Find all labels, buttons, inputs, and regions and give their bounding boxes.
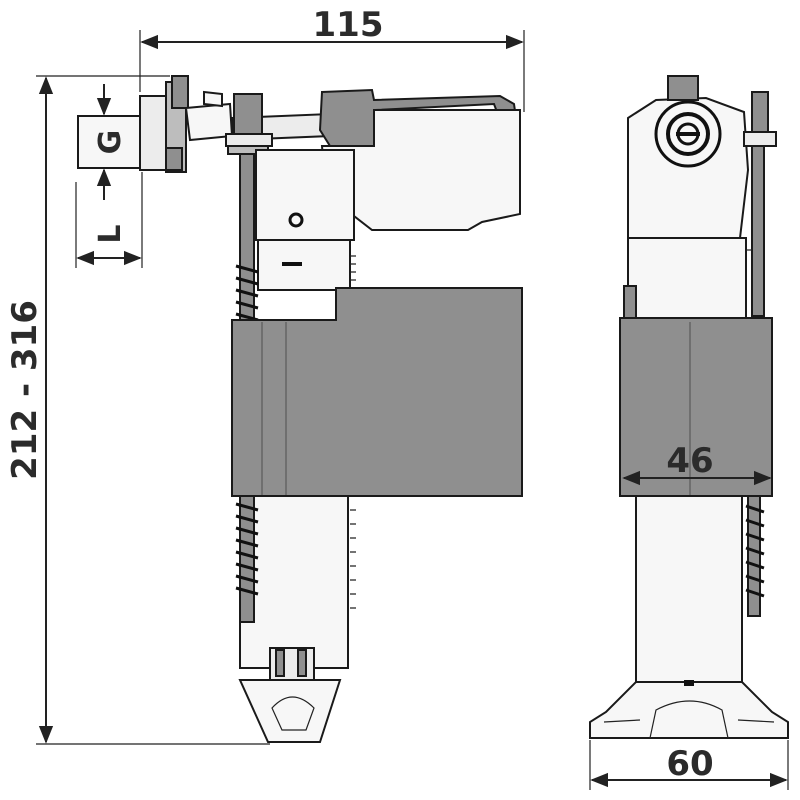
width-total-label: 115 <box>313 5 384 45</box>
scale-upper <box>350 255 356 281</box>
dimension-length-l: L <box>75 172 143 268</box>
side-tube-lower <box>635 495 765 683</box>
side-tube-upper <box>627 237 747 319</box>
front-view <box>77 75 523 743</box>
dimension-height-range: 212 - 316 <box>5 75 270 745</box>
float <box>231 287 523 497</box>
height-range-label: 212 - 316 <box>5 300 45 480</box>
base-width-label: 60 <box>666 744 713 784</box>
dimension-side-width: 46 <box>622 441 772 486</box>
dimension-base-width: 60 <box>589 740 789 790</box>
side-head <box>627 75 750 239</box>
side-float <box>619 285 773 497</box>
side-view <box>589 75 789 739</box>
dimension-width-total: 115 <box>139 5 525 112</box>
length-l-label: L <box>93 224 128 243</box>
side-base <box>589 680 789 739</box>
side-width-label: 46 <box>666 441 713 481</box>
upper-chamber <box>255 109 521 291</box>
thread-g-label: G <box>93 130 128 155</box>
inlet-fitting <box>77 75 189 173</box>
side-rod <box>743 91 777 317</box>
rod-upper <box>235 153 259 325</box>
base-front <box>238 647 342 743</box>
rod-lower <box>235 495 259 623</box>
dimension-thread-g: G <box>93 84 128 200</box>
